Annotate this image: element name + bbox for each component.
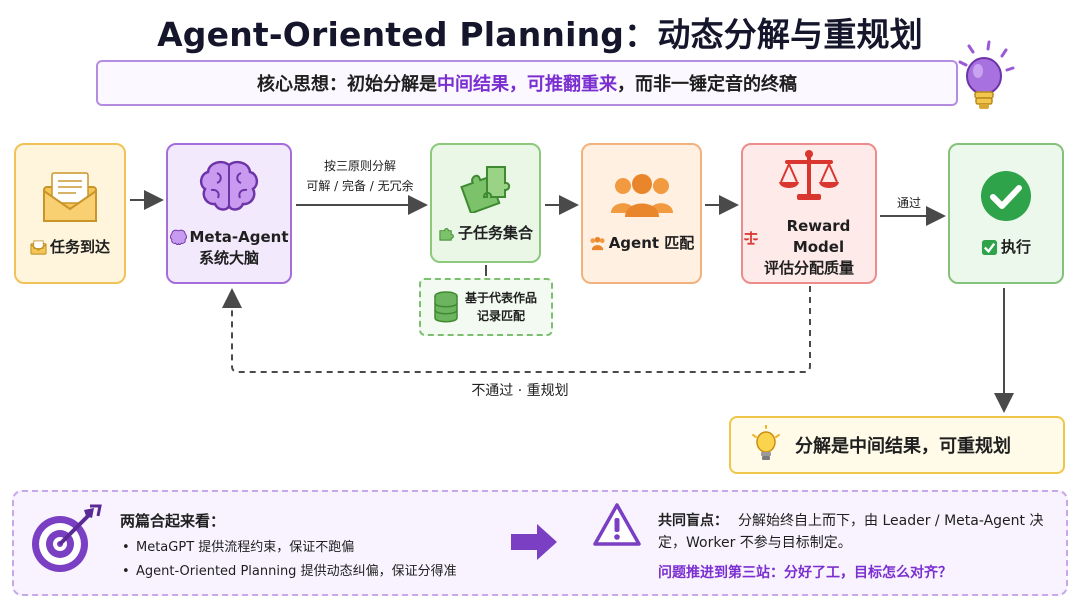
meta-agent-label: Meta-Agent <box>189 227 289 246</box>
pass-edge-label: 通过 <box>896 196 921 210</box>
reward-model-sublabel: 评估分配质量 <box>763 259 854 277</box>
execute-label: 执行 <box>1000 238 1031 256</box>
core-idea-suffix: ，而非一锤定音的终稿 <box>617 74 797 95</box>
next-question: 问题推进到第三站：分好了工，目标怎么对齐？ <box>658 565 952 581</box>
core-idea-prefix: 核心思想：初始分解是 <box>257 74 437 95</box>
summary-panel: 两篇合起来看： MetaGPT 提供流程约束，保证不跑偏 Agent-Orien… <box>12 490 1068 596</box>
result-callout: 分解是中间结果，可重规划 <box>729 416 1065 474</box>
result-text: 分解是中间结果，可重规划 <box>795 436 1011 457</box>
representative-work-matching: 基于代表作品 记录匹配 <box>419 278 553 336</box>
summary-point: Agent-Oriented Planning 提供动态纠偏，保证分得准 <box>122 560 457 584</box>
warning-icon <box>593 503 641 546</box>
lightbulb-icon <box>752 425 780 460</box>
task-arrival-label: 任务到达 <box>49 238 110 256</box>
agent-matching-label: Agent 匹配 <box>608 234 695 252</box>
envelope-icon <box>43 172 97 222</box>
replan-edge-label: 不通过 · 重规划 <box>471 383 569 399</box>
page-title: Agent-Oriented Planning：动态分解与重规划 <box>157 15 923 54</box>
target-icon <box>32 504 102 572</box>
database-icon <box>434 291 458 323</box>
blind-spot-label: 共同盲点： <box>658 513 728 529</box>
puzzle-small-icon <box>439 227 454 241</box>
brain-small-icon <box>169 229 187 245</box>
team-icon <box>610 174 673 217</box>
brain-icon <box>199 160 259 211</box>
envelope-small-icon <box>30 240 47 255</box>
summary-title: 两篇合起来看： <box>120 512 226 530</box>
database-line2: 记录匹配 <box>477 309 526 323</box>
node-agent-matching: Agent 匹配 <box>581 143 702 284</box>
node-meta-agent: Meta-Agent 系统大脑 <box>166 143 292 284</box>
blind-spot-text: 共同盲点：分解始终自上而下，由 Leader / Meta-Agent 决定，W… <box>658 510 1068 554</box>
scales-small-icon <box>743 230 759 245</box>
summary-point: MetaGPT 提供流程约束，保证不跑偏 <box>122 536 457 560</box>
lightbulb-icon <box>958 40 1015 109</box>
node-subtasks: 子任务集合 <box>430 143 541 263</box>
summary-points: MetaGPT 提供流程约束，保证不跑偏 Agent-Oriented Plan… <box>122 536 457 584</box>
meta-agent-sublabel: 系统大脑 <box>198 248 259 267</box>
reward-model-label: Reward Model <box>786 217 851 256</box>
team-small-icon <box>590 236 605 251</box>
node-execute: 执行 <box>948 143 1064 284</box>
node-task-arrival: 任务到达 <box>14 143 126 284</box>
scales-icon <box>779 150 839 200</box>
subtasks-label: 子任务集合 <box>457 223 533 242</box>
arrow-right-icon <box>511 524 557 560</box>
puzzle-icon <box>459 165 510 213</box>
core-idea-highlight: 中间结果，可推翻重来 <box>437 74 617 95</box>
database-line1: 基于代表作品 <box>465 291 538 305</box>
check-small-icon <box>981 239 998 256</box>
decompose-edge-label: 按三原则分解 可解 / 完备 / 无冗余 <box>306 159 414 193</box>
core-idea-banner: 核心思想：初始分解是中间结果，可推翻重来，而非一锤定音的终稿 <box>96 60 958 106</box>
node-reward-model: Reward Model 评估分配质量 <box>741 143 877 284</box>
blind-spot-body: 分解始终自上而下，由 Leader / Meta-Agent 决定，Worker… <box>658 513 1044 551</box>
check-circle-icon <box>981 171 1031 221</box>
